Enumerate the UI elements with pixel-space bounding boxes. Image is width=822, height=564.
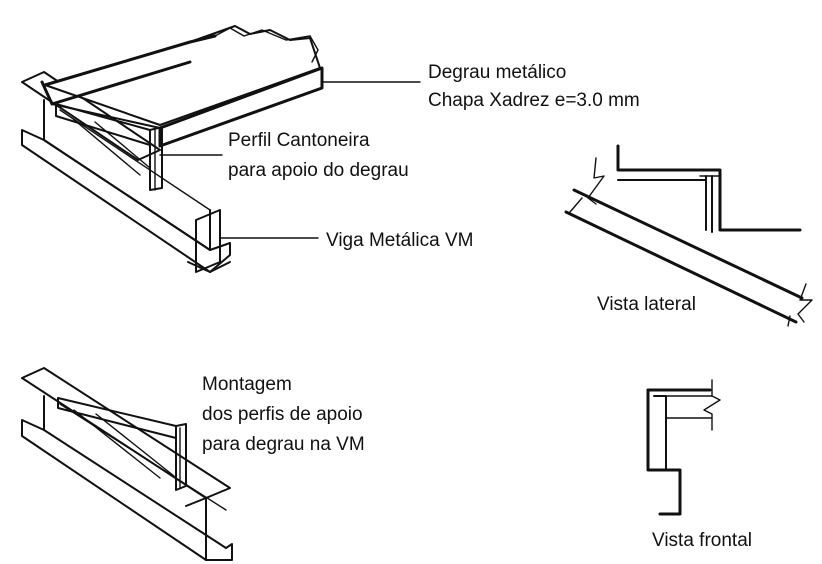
side-view [564, 144, 813, 327]
assembly-sketch [21, 367, 233, 561]
view-label-frontal: Vista frontal [652, 530, 752, 551]
checker-plate-step [40, 25, 324, 148]
callout-perfil-line1: Perfil Cantoneira [228, 130, 370, 151]
isometric-assembly [21, 25, 421, 273]
callout-degrau-line1: Degrau metálico [428, 62, 566, 83]
callout-montagem-line3: para degrau na VM [202, 434, 365, 455]
callout-montagem-line2: dos perfis de apoio [202, 404, 363, 425]
callout-montagem-line1: Montagem [202, 374, 292, 395]
angle-profile [55, 103, 163, 191]
callout-perfil-line2: para apoio do degrau [228, 160, 409, 181]
leader-lines [159, 81, 421, 239]
steel-beam-vm [21, 71, 231, 273]
view-label-lateral: Vista lateral [597, 294, 696, 315]
callout-degrau-line2: Chapa Xadrez e=3.0 mm [428, 90, 640, 111]
callout-viga: Viga Metálica VM [326, 230, 474, 251]
front-view [646, 379, 721, 516]
